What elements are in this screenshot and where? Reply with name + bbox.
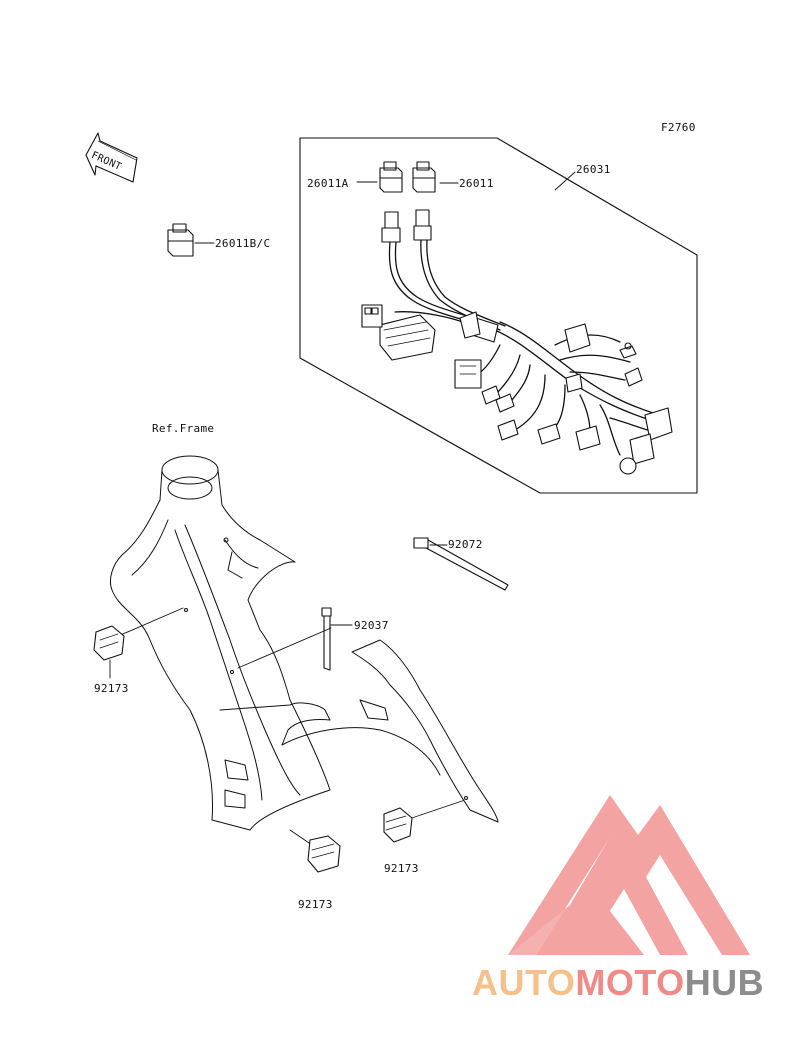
clamp-92173-bottom-icon xyxy=(307,835,341,873)
harness-sleeve xyxy=(459,311,499,343)
automotohub-logo-icon xyxy=(508,795,750,955)
part-26031-label: 26031 xyxy=(576,163,611,176)
cable-tie-92072-icon xyxy=(413,537,509,591)
part-92072-label: 92072 xyxy=(448,538,483,551)
clamp-92173-left-icon xyxy=(93,625,125,661)
end-connectors xyxy=(454,323,673,475)
watermark-moto: MOTO xyxy=(575,962,685,1003)
watermark-hub: HUB xyxy=(684,962,765,1003)
band-92037-icon xyxy=(321,607,332,671)
part-92173-left-label: 92173 xyxy=(94,682,129,695)
part-26011a-label: 26011A xyxy=(307,177,349,190)
figure-code: F2760 xyxy=(661,121,696,134)
watermark-auto: AUTO xyxy=(472,962,576,1003)
part-26011bc-label: 26011B/C xyxy=(215,237,271,250)
connector-26011-icon xyxy=(412,161,436,241)
watermark-text: AUTOMOTOHUB xyxy=(472,962,764,1004)
clamp-92173-right-icon xyxy=(383,807,413,843)
front-arrow-icon xyxy=(85,132,138,183)
part-92173-right-label: 92173 xyxy=(384,862,419,875)
main-connector-icon xyxy=(361,304,436,361)
connector-26011bc-icon xyxy=(167,223,194,257)
connector-26011a-icon xyxy=(379,161,403,243)
part-26011-label: 26011 xyxy=(459,177,494,190)
part-92173-bottom-label: 92173 xyxy=(298,898,333,911)
wire-harness xyxy=(388,239,657,456)
reference-frame xyxy=(109,455,499,831)
part-92037-label: 92037 xyxy=(354,619,389,632)
harness-kit-box xyxy=(299,137,698,494)
ref-frame-label: Ref.Frame xyxy=(152,422,215,435)
leader-lines xyxy=(108,171,576,846)
